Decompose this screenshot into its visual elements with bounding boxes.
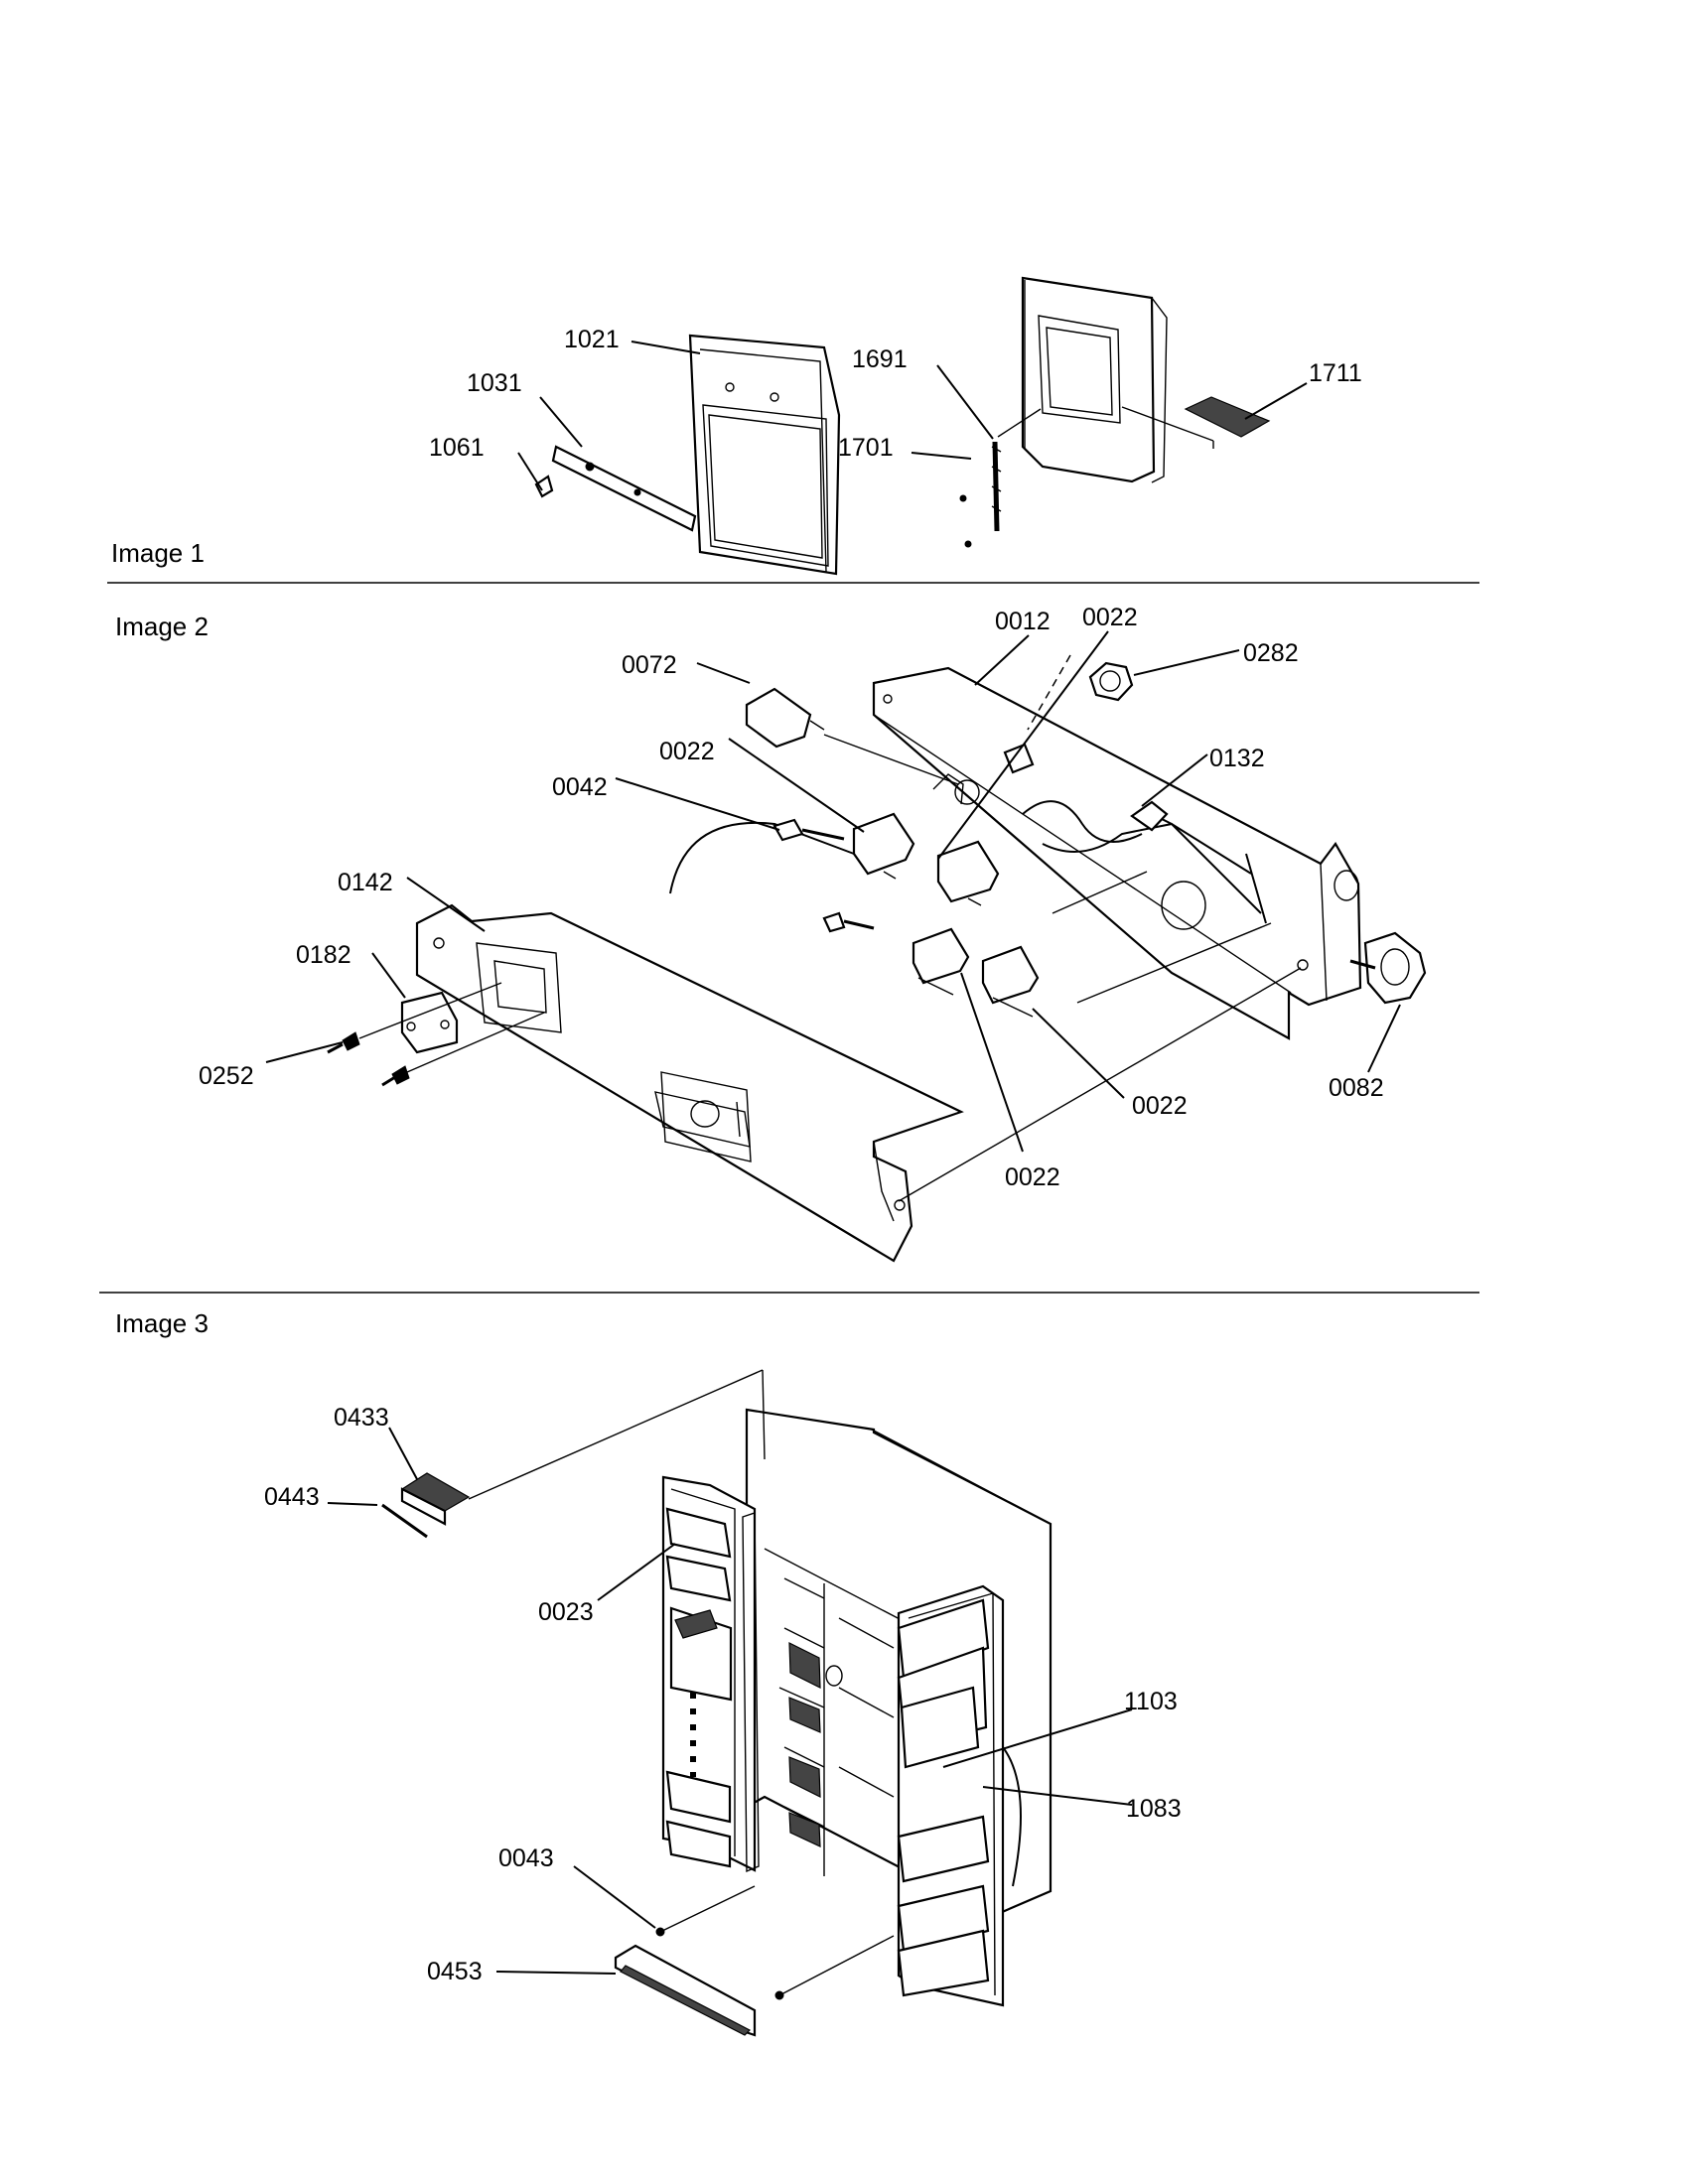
callout-0022-bottom: 0022 [1005, 1163, 1060, 1191]
callout-1021: 1021 [564, 326, 620, 353]
image1-callouts: 1021 1031 1061 1691 1701 1711 [429, 326, 1362, 462]
callout-0082: 0082 [1329, 1074, 1384, 1102]
callout-1031: 1031 [467, 369, 522, 397]
callout-0072: 0072 [622, 651, 677, 679]
callout-1061: 1061 [429, 434, 485, 462]
image1-leaders [517, 341, 1308, 491]
section-title-image-1: Image 1 [111, 538, 205, 568]
callout-1711: 1711 [1309, 359, 1362, 387]
callout-0132: 0132 [1209, 745, 1265, 772]
section-title-image-3: Image 3 [115, 1308, 209, 1338]
callout-0023: 0023 [538, 1598, 594, 1626]
callout-0012: 0012 [995, 608, 1051, 635]
callout-1691: 1691 [852, 345, 908, 373]
callout-0022-right: 0022 [1132, 1092, 1188, 1120]
image1-parts [534, 276, 1271, 576]
callout-0182: 0182 [296, 941, 351, 969]
image2-callouts: 0012 0022 0282 0072 0022 0132 0042 0142 … [199, 604, 1384, 1191]
callout-0252: 0252 [199, 1062, 254, 1090]
image3-parts [381, 1369, 1052, 2037]
callout-0043: 0043 [498, 1844, 554, 1872]
callout-0022-left: 0022 [659, 738, 715, 765]
image3-callouts: 0433 0443 0023 1103 1083 0043 0453 [264, 1404, 1182, 1985]
callout-1083: 1083 [1126, 1795, 1182, 1823]
image2-leaders [265, 630, 1401, 1153]
callout-1701: 1701 [838, 434, 894, 462]
callout-0453: 0453 [427, 1958, 483, 1985]
callout-0443: 0443 [264, 1483, 320, 1511]
image2-parts [327, 654, 1427, 1263]
section-title-image-2: Image 2 [115, 612, 209, 641]
callout-0282: 0282 [1243, 639, 1299, 667]
callout-1103: 1103 [1124, 1688, 1178, 1715]
callout-0022-top: 0022 [1082, 604, 1138, 631]
callout-0433: 0433 [334, 1404, 389, 1432]
image3-leaders [327, 1427, 1133, 1975]
callout-0142: 0142 [338, 869, 393, 896]
callout-0042: 0042 [552, 773, 608, 801]
